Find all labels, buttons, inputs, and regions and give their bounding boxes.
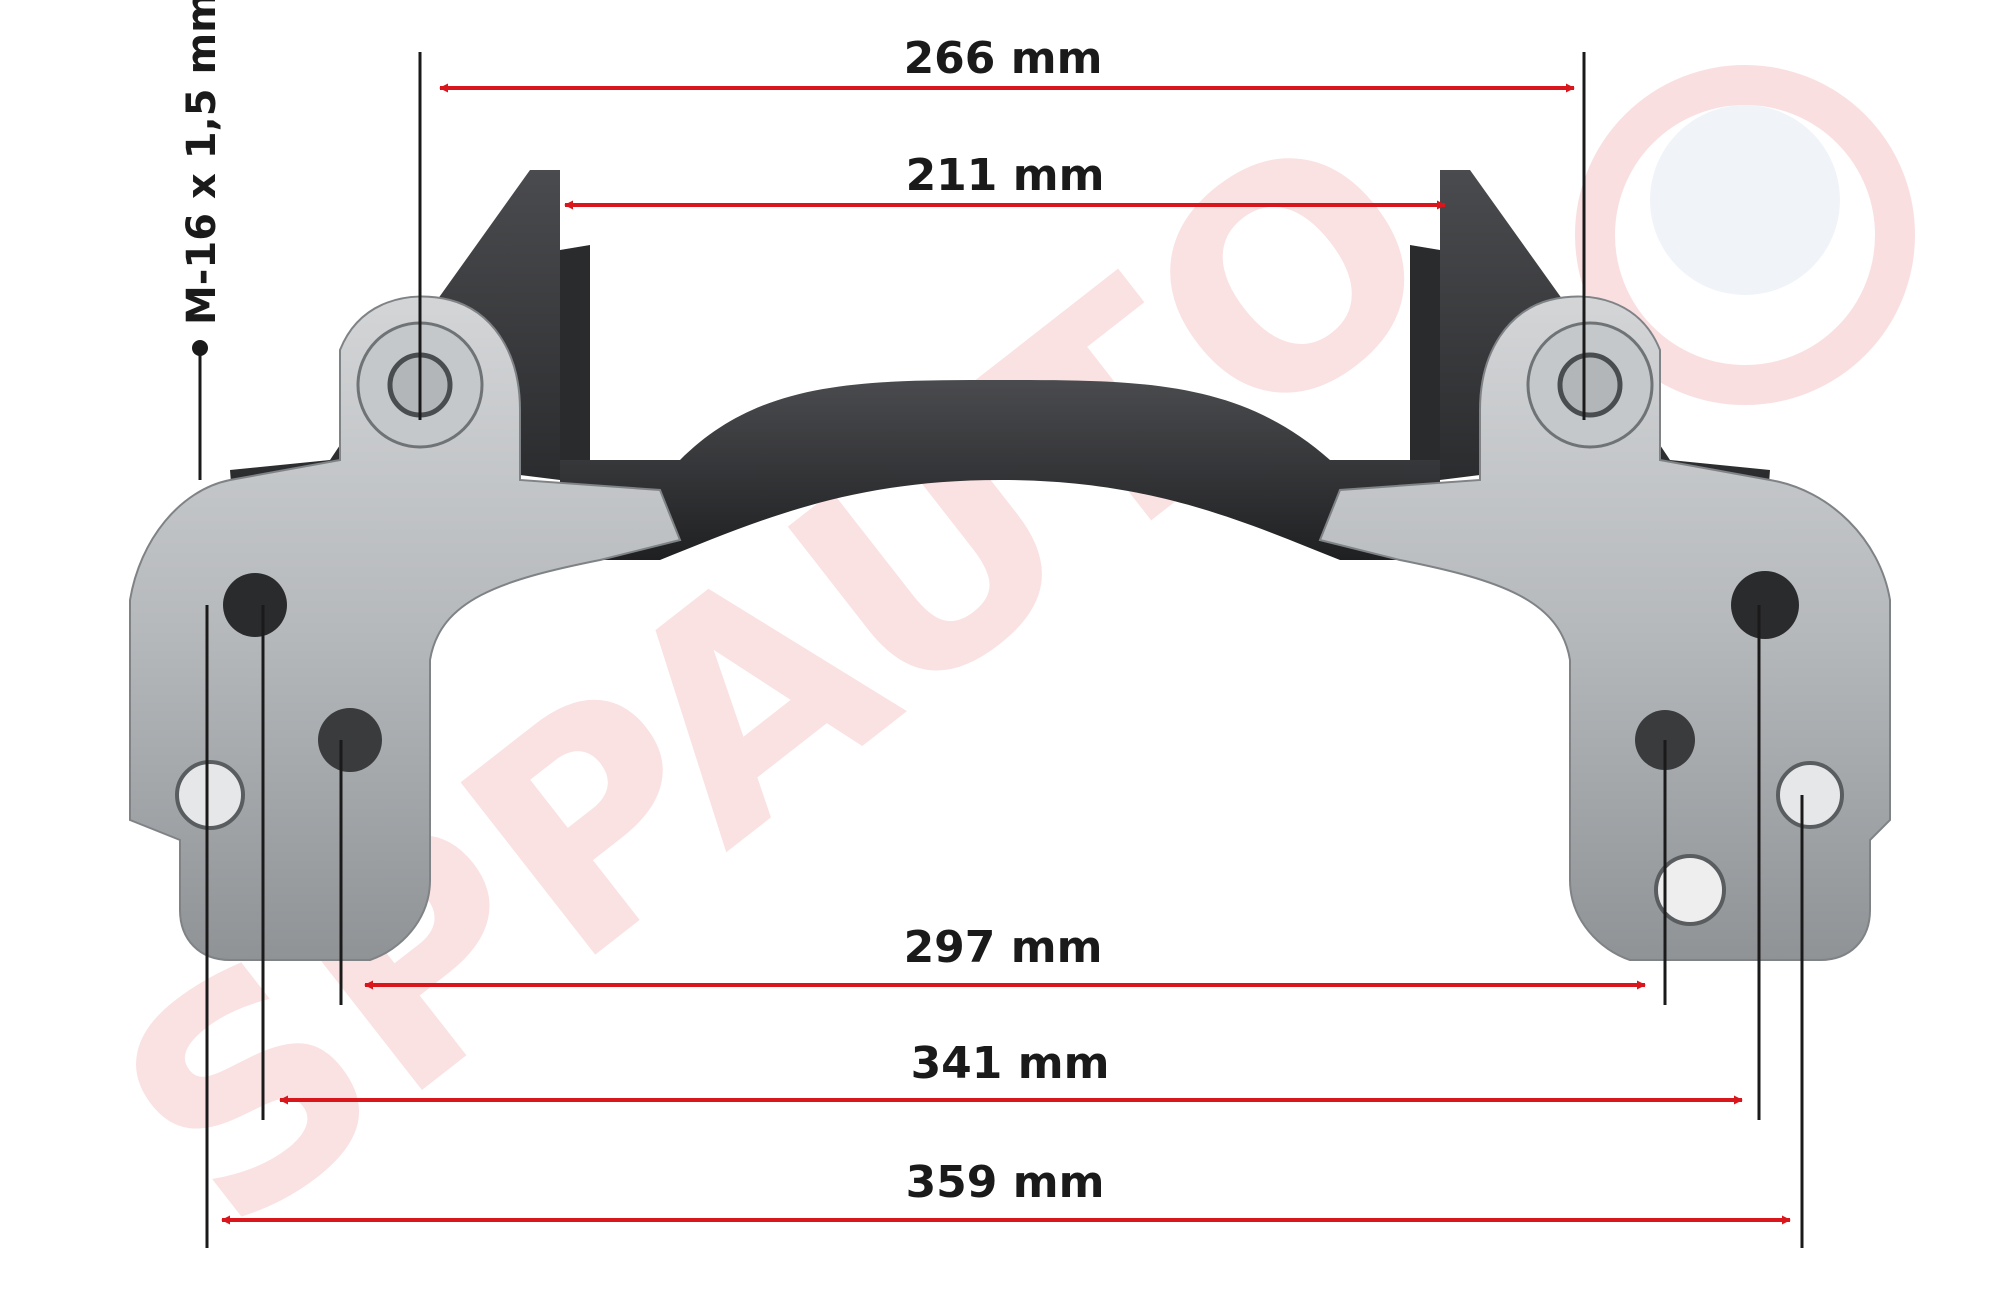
label-297: 297 mm (904, 922, 1103, 973)
watermark-globe-logo (1575, 65, 1915, 405)
right-lower-hole (1654, 854, 1726, 926)
left-mount-face (129, 295, 682, 961)
left-mount-hole (175, 760, 245, 830)
dimension-labels: 266 mm 211 mm 297 mm 341 mm 359 mm (904, 33, 1110, 1208)
right-pin-hole (1557, 352, 1623, 418)
left-small-hole (318, 708, 382, 772)
label-211: 211 mm (906, 150, 1105, 201)
label-341: 341 mm (911, 1038, 1110, 1089)
carrier-bridge (560, 380, 1440, 560)
label-266: 266 mm (904, 33, 1103, 84)
dimension-arrows (221, 83, 1791, 1225)
right-fin-inner (1410, 245, 1440, 460)
thread-spec-label: M-16 x 1,5 mm (179, 0, 225, 325)
thread-callout-dot (192, 340, 208, 356)
caliper-carrier (129, 170, 1891, 961)
right-mount-hole (1776, 761, 1844, 829)
thread-callout: M-16 x 1,5 mm (179, 0, 225, 480)
right-threaded-hole (1731, 571, 1799, 639)
left-fin-inner (560, 245, 590, 460)
left-threaded-hole (223, 573, 287, 637)
label-359: 359 mm (906, 1157, 1105, 1208)
extension-lines (205, 52, 1804, 1248)
right-mount-face (1318, 295, 1891, 961)
